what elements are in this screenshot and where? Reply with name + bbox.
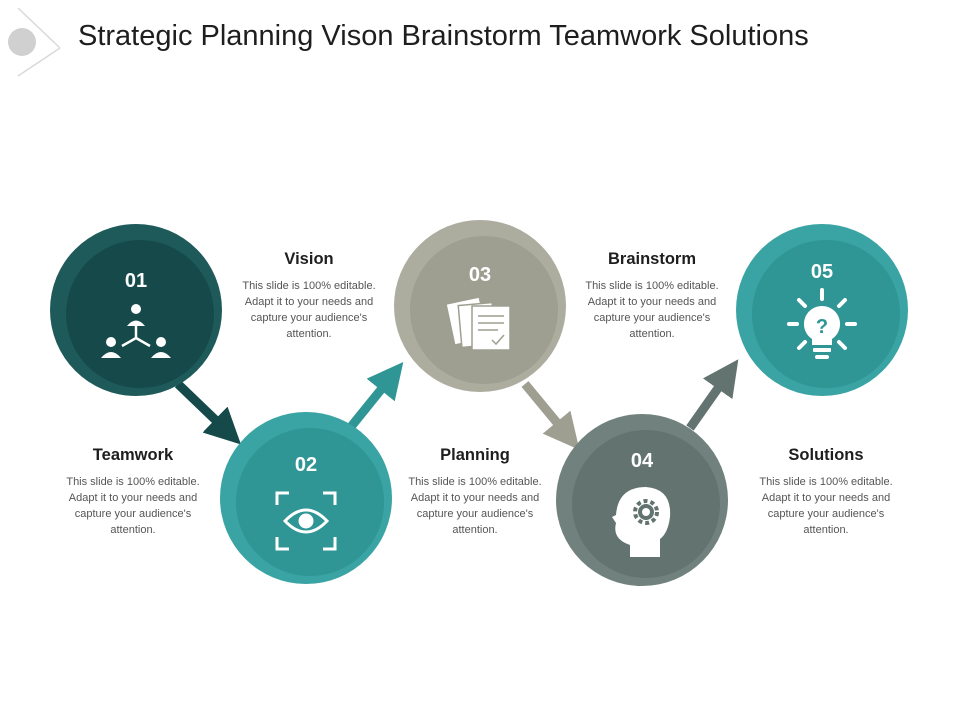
lightbulb-question-icon: ? [787, 288, 857, 359]
step-circle-01: 01 [50, 224, 222, 396]
step-circle-03: 03 [394, 220, 566, 392]
connector-arrow-1-2 [174, 380, 241, 445]
caption-title: Vision [284, 250, 334, 268]
step-circle-02: 02 [220, 412, 392, 584]
caption-text: This slide is 100% editable. Adapt it to… [66, 476, 200, 536]
caption-teamwork: Teamwork This slide is 100% editable. Ad… [53, 446, 213, 538]
step-number-02: 02 [295, 454, 317, 476]
team-hierarchy-icon [101, 304, 171, 358]
connector-arrow-3-4 [521, 381, 580, 450]
step-circle-05: 05 ? [736, 224, 908, 396]
caption-vision: Vision This slide is 100% editable. Adap… [229, 250, 389, 342]
caption-title: Teamwork [92, 446, 174, 464]
caption-solutions: Solutions This slide is 100% editable. A… [746, 446, 906, 538]
page-title: Strategic Planning Vison Brainstorm Team… [78, 20, 809, 52]
corner-decoration [8, 7, 61, 77]
caption-text: This slide is 100% editable. Adapt it to… [585, 280, 719, 340]
caption-text: This slide is 100% editable. Adapt it to… [759, 476, 893, 536]
head-gear-icon [612, 487, 671, 557]
caption-text: This slide is 100% editable. Adapt it to… [408, 476, 542, 536]
step-number-03: 03 [469, 264, 491, 286]
step-number-04: 04 [631, 450, 654, 472]
caption-title: Brainstorm [607, 250, 697, 268]
documents-checklist-icon [445, 296, 511, 351]
connector-arrow-2-3 [346, 361, 404, 431]
connector-arrow-4-5 [686, 359, 739, 431]
svg-text:?: ? [816, 316, 828, 338]
step-number-05: 05 [811, 261, 833, 283]
step-number-01: 01 [125, 270, 147, 292]
eye-focus-icon [275, 491, 337, 551]
caption-title: Planning [440, 446, 510, 464]
caption-title: Solutions [788, 446, 864, 464]
caption-text: This slide is 100% editable. Adapt it to… [242, 280, 376, 340]
caption-brainstorm: Brainstorm This slide is 100% editable. … [572, 250, 732, 342]
caption-planning: Planning This slide is 100% editable. Ad… [395, 446, 555, 538]
step-circle-04: 04 [556, 414, 728, 586]
